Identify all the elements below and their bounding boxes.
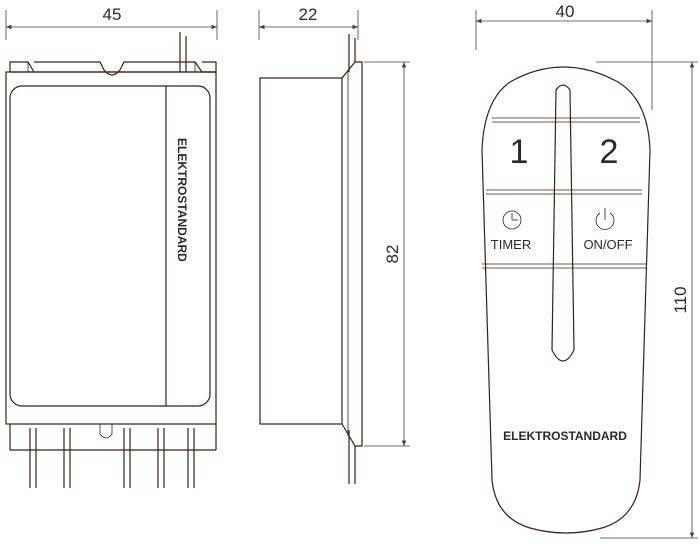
dimension-receiver-width: 45 <box>5 5 218 40</box>
dim-label-22: 22 <box>299 5 318 24</box>
dimension-receiver-height: 82 <box>364 61 410 447</box>
dimension-receiver-depth: 22 <box>258 5 359 40</box>
clock-icon <box>502 210 522 230</box>
button-1-label: 1 <box>510 133 529 171</box>
dimension-remote-width: 40 <box>475 2 653 110</box>
dim-label-82: 82 <box>383 245 402 264</box>
remote-body <box>481 66 651 534</box>
receiver-terminals <box>29 428 195 488</box>
button-2-label: 2 <box>600 133 619 171</box>
dim-label-40: 40 <box>556 2 575 21</box>
remote-timer-button[interactable]: TIMER <box>491 210 531 252</box>
receiver-front-view: 45 ELEKTROSTANDARD <box>5 5 218 488</box>
receiver-brand-label: ELEKTROSTANDARD <box>175 138 189 262</box>
remote-onoff-button[interactable]: ON/OFF <box>583 208 633 252</box>
dimension-remote-height: 110 <box>596 61 698 539</box>
receiver-side-view: 22 82 <box>258 5 410 484</box>
remote-center-ridge <box>551 84 575 362</box>
onoff-label: ON/OFF <box>583 237 632 252</box>
remote-brand-label: ELEKTROSTANDARD <box>503 429 627 443</box>
remote-control: 40 1 2 TIMER <box>475 2 698 539</box>
dim-label-110: 110 <box>671 286 690 313</box>
remote-button-2[interactable]: 2 <box>600 133 619 171</box>
power-icon <box>595 208 615 230</box>
dim-label-45: 45 <box>103 5 122 24</box>
timer-label: TIMER <box>491 237 531 252</box>
remote-button-1[interactable]: 1 <box>510 133 529 171</box>
